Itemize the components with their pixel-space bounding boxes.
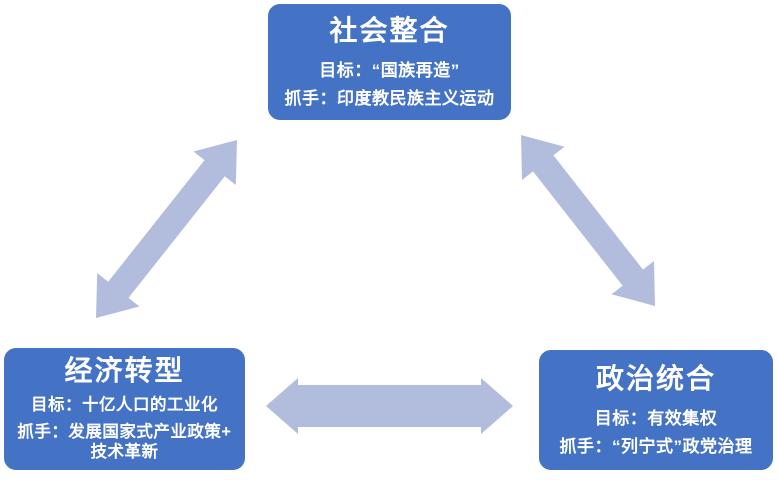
double-arrow-social-economic bbox=[96, 140, 237, 318]
node-goal-line: 目标：有效集权 bbox=[594, 408, 718, 428]
node-lever-line-2: 技术革新 bbox=[90, 443, 159, 462]
node-social-integration: 社会整合 目标：“国族再造” 抓手：印度教民族主义运动 bbox=[265, 1, 514, 123]
double-arrow-economic-political bbox=[266, 378, 513, 434]
node-title: 社会整合 bbox=[329, 14, 450, 46]
node-title: 政治统合 bbox=[595, 362, 716, 394]
node-lever-line: 抓手：“列宁式”政党治理 bbox=[559, 437, 753, 457]
double-arrow-social-political bbox=[521, 135, 655, 306]
node-political-unification: 政治统合 目标：有效集权 抓手：“列宁式”政党治理 bbox=[536, 347, 776, 473]
node-goal-line: 目标：“国族再造” bbox=[319, 60, 460, 80]
node-lever-line: 抓手：印度教民族主义运动 bbox=[284, 89, 495, 109]
node-title: 经济转型 bbox=[64, 354, 185, 386]
node-goal-line: 目标：十亿人口的工业化 bbox=[31, 396, 218, 415]
node-lever-line: 抓手：发展国家式产业政策+ 技术革新 bbox=[6, 422, 243, 463]
node-economic-transformation: 经济转型 目标：十亿人口的工业化 抓手：发展国家式产业政策+ 技术革新 bbox=[1, 345, 248, 473]
node-lever-line-1: 抓手：发展国家式产业政策+ bbox=[17, 422, 232, 441]
